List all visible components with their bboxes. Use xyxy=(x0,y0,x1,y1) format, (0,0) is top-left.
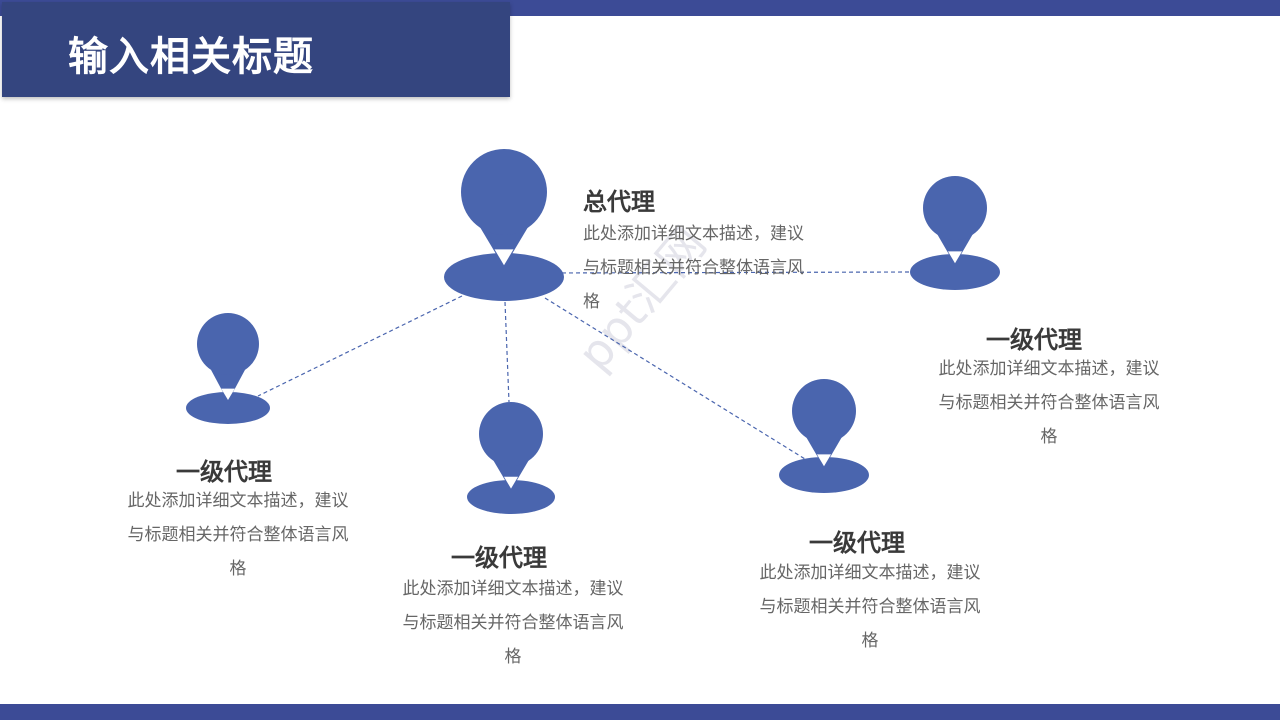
node-title-left: 一级代理 xyxy=(176,457,272,486)
pin-base-right xyxy=(910,254,1000,290)
node-desc-middle: 此处添加详细文本描述，建议与标题相关并符合整体语言风格 xyxy=(402,579,624,667)
pin-head-right xyxy=(923,176,987,240)
pin-base-left xyxy=(186,392,270,424)
pin-tip-center xyxy=(480,227,528,268)
node-desc-right: 此处添加详细文本描述，建议与标题相关并符合整体语言风格 xyxy=(938,359,1160,447)
edge-center-lower-right xyxy=(544,297,806,460)
pin-head-middle xyxy=(479,402,543,466)
node-title-lower-right: 一级代理 xyxy=(809,528,905,557)
location-pin-icon-left xyxy=(186,313,270,424)
pin-notch-lower-right xyxy=(816,454,832,467)
node-title-center: 总代理 xyxy=(583,187,655,216)
location-pin-icon-center xyxy=(444,149,564,301)
location-pin-icon-right xyxy=(910,176,1000,290)
location-pin-icon-lower-right xyxy=(779,379,869,493)
pin-head-center xyxy=(461,149,547,235)
pin-notch-right xyxy=(947,251,963,264)
pin-head-lower-right xyxy=(792,379,856,443)
pin-notch-middle xyxy=(503,476,519,489)
pin-notch-center xyxy=(494,249,514,266)
pin-tip-lower-right xyxy=(806,437,842,468)
location-pin-icon-middle xyxy=(467,402,555,514)
edge-center-right xyxy=(547,271,913,274)
pin-tip-right xyxy=(937,234,973,265)
pin-base-center xyxy=(444,253,564,301)
bottom-accent-bar xyxy=(0,704,1280,720)
pin-base-lower-right xyxy=(779,457,869,493)
pin-tip-middle xyxy=(493,460,529,491)
node-desc-left: 此处添加详细文本描述，建议与标题相关并符合整体语言风格 xyxy=(127,491,349,579)
node-desc-center: 此处添加详细文本描述，建议与标题相关并符合整体语言风格 xyxy=(583,224,804,312)
node-title-middle: 一级代理 xyxy=(451,543,547,572)
edge-center-middle xyxy=(504,301,510,403)
pin-head-left xyxy=(197,313,259,375)
title-banner: 输入相关标题 xyxy=(2,2,510,97)
page-title: 输入相关标题 xyxy=(68,33,314,80)
node-desc-lower-right: 此处添加详细文本描述，建议与标题相关并符合整体语言风格 xyxy=(759,563,981,651)
pin-base-middle xyxy=(467,480,555,514)
node-title-right: 一级代理 xyxy=(986,325,1082,354)
pin-notch-left xyxy=(221,388,235,401)
pin-tip-left xyxy=(210,369,246,402)
edge-center-left xyxy=(257,295,463,397)
